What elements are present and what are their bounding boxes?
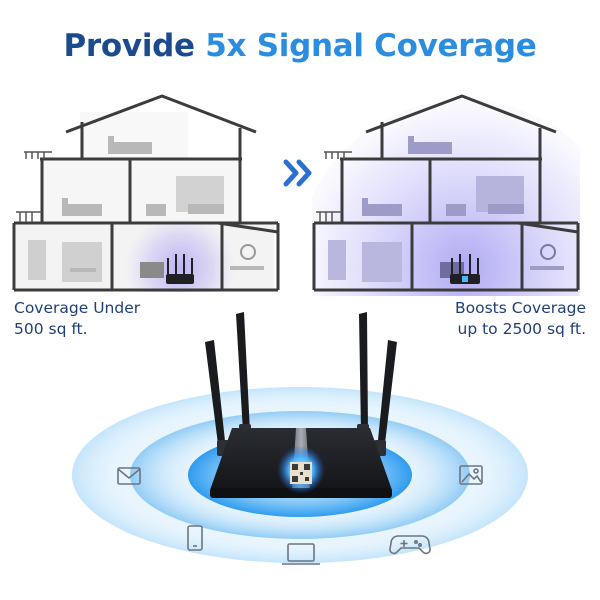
- laptop-icon: [282, 543, 320, 565]
- house-after-illustration: [312, 92, 580, 296]
- caption-after-line2: up to 2500 sq ft.: [457, 320, 586, 338]
- caption-before: Coverage Under 500 sq ft.: [14, 298, 140, 340]
- router-device: [210, 428, 392, 498]
- gamepad-icon: [389, 535, 431, 555]
- title-part-provide: Provide: [63, 28, 206, 64]
- caption-after: Boosts Coverage up to 2500 sq ft.: [455, 298, 586, 340]
- house-before-illustration: [12, 94, 280, 292]
- mail-icon: [117, 467, 141, 485]
- small-router-icon: [450, 254, 480, 284]
- page-title: Provide 5x Signal Coverage: [0, 26, 600, 66]
- caption-after-line1: Boosts Coverage: [454, 299, 586, 317]
- router-signal-scene: [72, 312, 528, 565]
- double-chevron-right-icon: [283, 159, 312, 187]
- image-icon: [459, 465, 483, 485]
- smartphone-icon: [187, 525, 203, 551]
- router-antennas: [205, 312, 397, 452]
- small-router-icon: [166, 254, 194, 284]
- title-part-coverage: 5x Signal Coverage: [205, 28, 537, 64]
- caption-before-line2: 500 sq ft.: [14, 320, 88, 338]
- caption-before-line1: Coverage Under: [14, 299, 141, 317]
